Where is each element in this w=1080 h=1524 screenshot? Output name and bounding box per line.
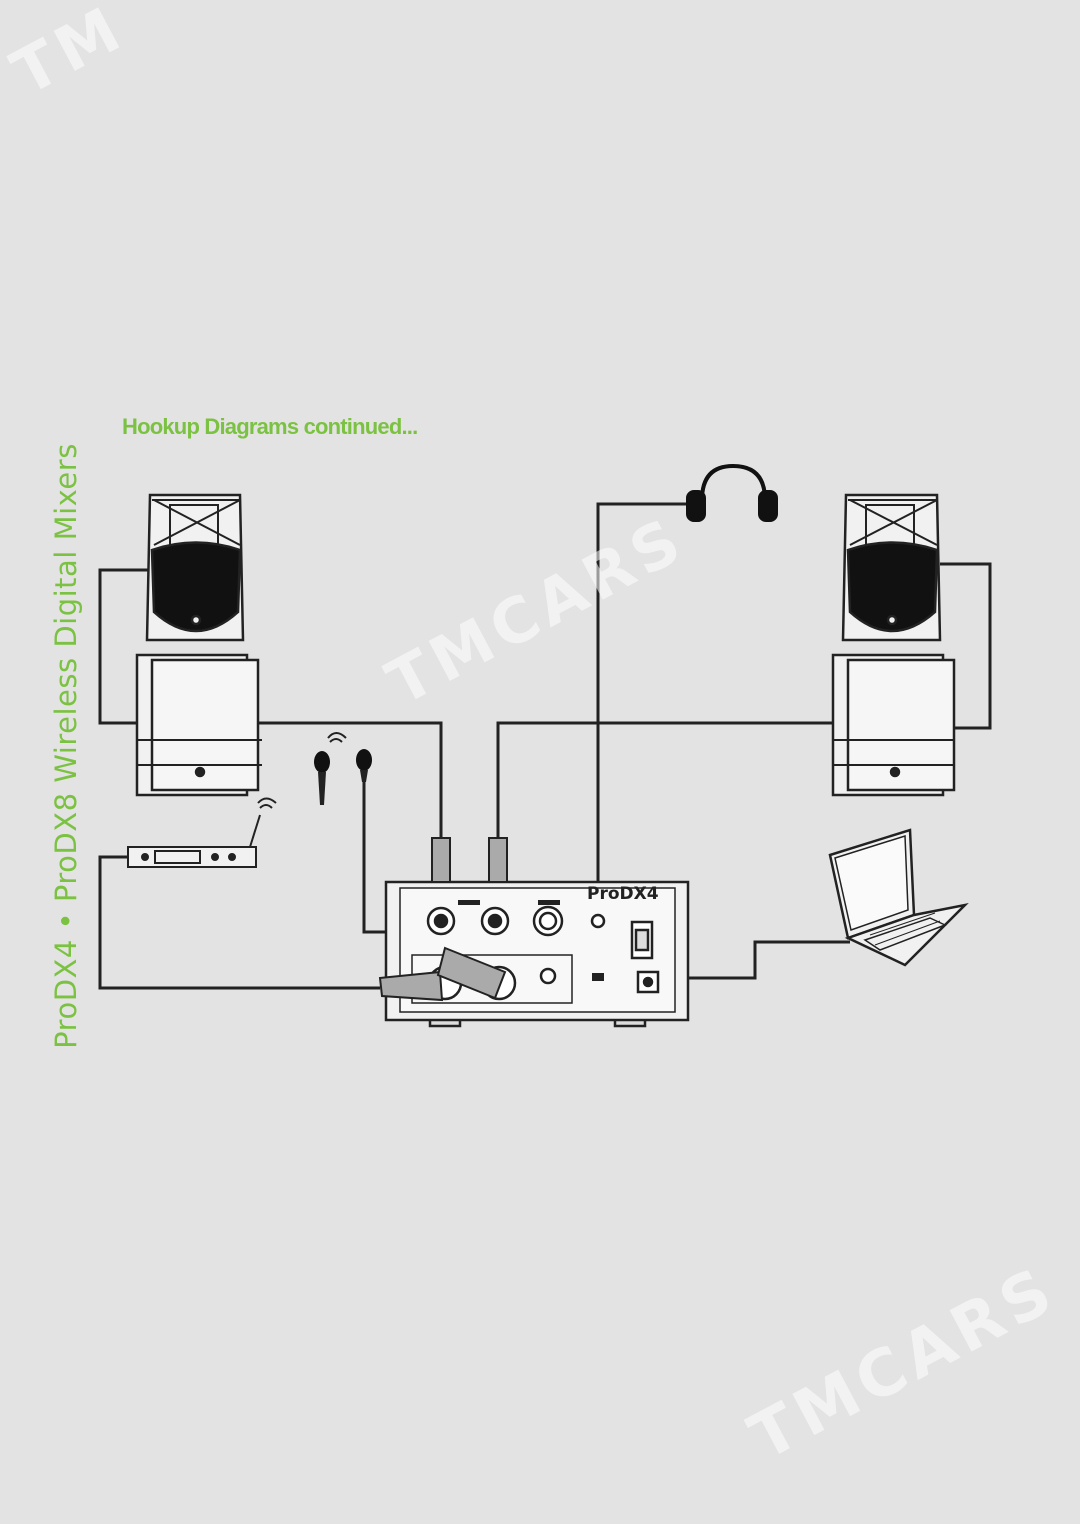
- left-speaker-icon: [135, 493, 262, 797]
- cable-left-speaker-loop: [98, 568, 152, 725]
- jack-plug-left: [431, 837, 451, 883]
- jack-plug-right: [488, 837, 508, 883]
- right-speaker-icon: [831, 493, 956, 797]
- headphones-icon: [686, 463, 778, 522]
- wireless-microphone-icon: [314, 732, 347, 805]
- cable-right-speaker-loop: [940, 562, 992, 730]
- xlr-plug-receiver: [378, 970, 444, 1002]
- diagram-heading: Hookup Diagrams continued...: [122, 414, 418, 439]
- cable-headphones: [596, 502, 690, 912]
- plugs: [378, 837, 508, 1002]
- xlr-plug-mic: [436, 946, 507, 1000]
- cable-right-to-mixer: [496, 721, 835, 840]
- cable-left-to-mixer: [250, 721, 443, 840]
- cable-receiver: [98, 855, 380, 990]
- laptop-icon: [828, 828, 969, 967]
- mixer-label: ProDX4: [587, 884, 659, 904]
- microphone-icon: [356, 749, 372, 782]
- wireless-receiver-icon: [127, 797, 277, 868]
